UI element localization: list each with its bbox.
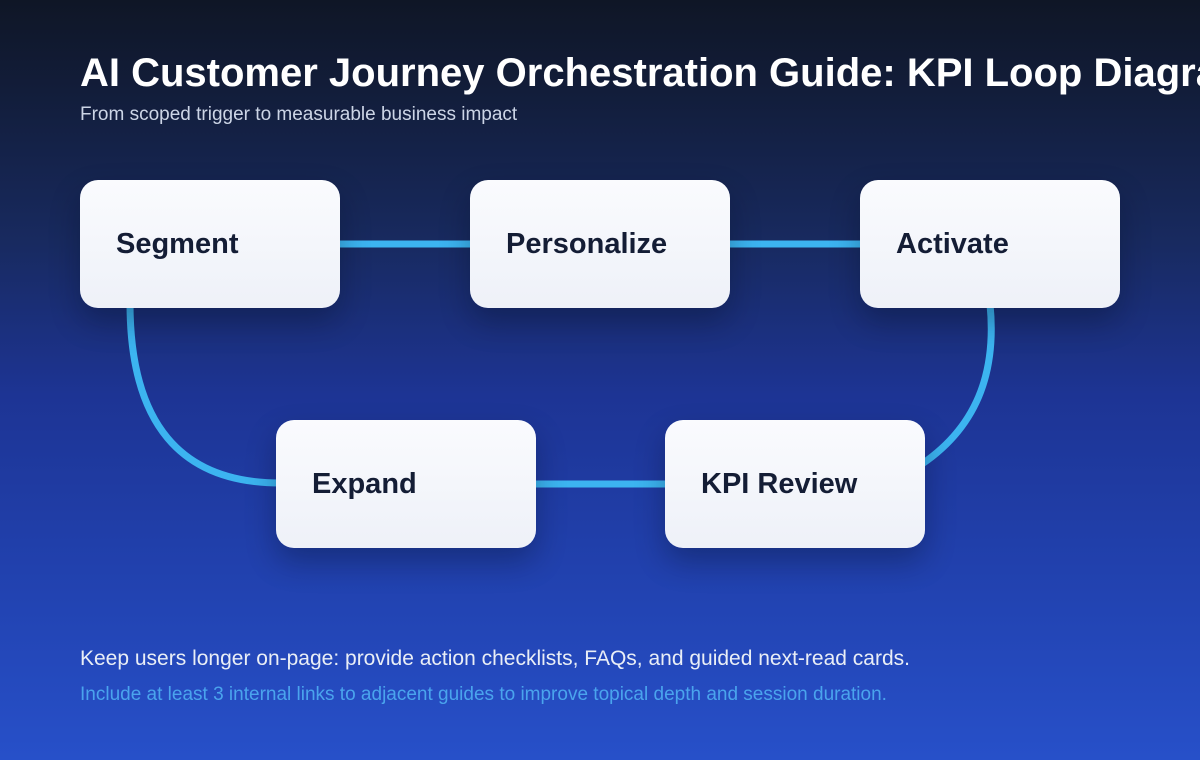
node-label: Personalize (506, 227, 668, 260)
node-label: Segment (116, 227, 239, 260)
note-engagement: Keep users longer on-page: provide actio… (80, 647, 910, 670)
node-kpi-review: KPI Review (665, 420, 925, 548)
node-label: Activate (896, 227, 1009, 260)
node-label: Expand (312, 467, 417, 500)
node-segment: Segment (80, 180, 340, 308)
connector-activate-kpi-review-curve (918, 300, 995, 468)
node-expand: Expand (276, 420, 536, 548)
connector-segment-expand-curve (126, 299, 284, 487)
note-internal-links: Include at least 3 internal links to adj… (80, 684, 887, 705)
node-label: KPI Review (701, 467, 858, 500)
page-title: AI Customer Journey Orchestration Guide:… (80, 51, 1200, 95)
node-personalize: Personalize (470, 180, 730, 308)
node-activate: Activate (860, 180, 1120, 308)
page-subtitle: From scoped trigger to measurable busine… (80, 104, 518, 125)
